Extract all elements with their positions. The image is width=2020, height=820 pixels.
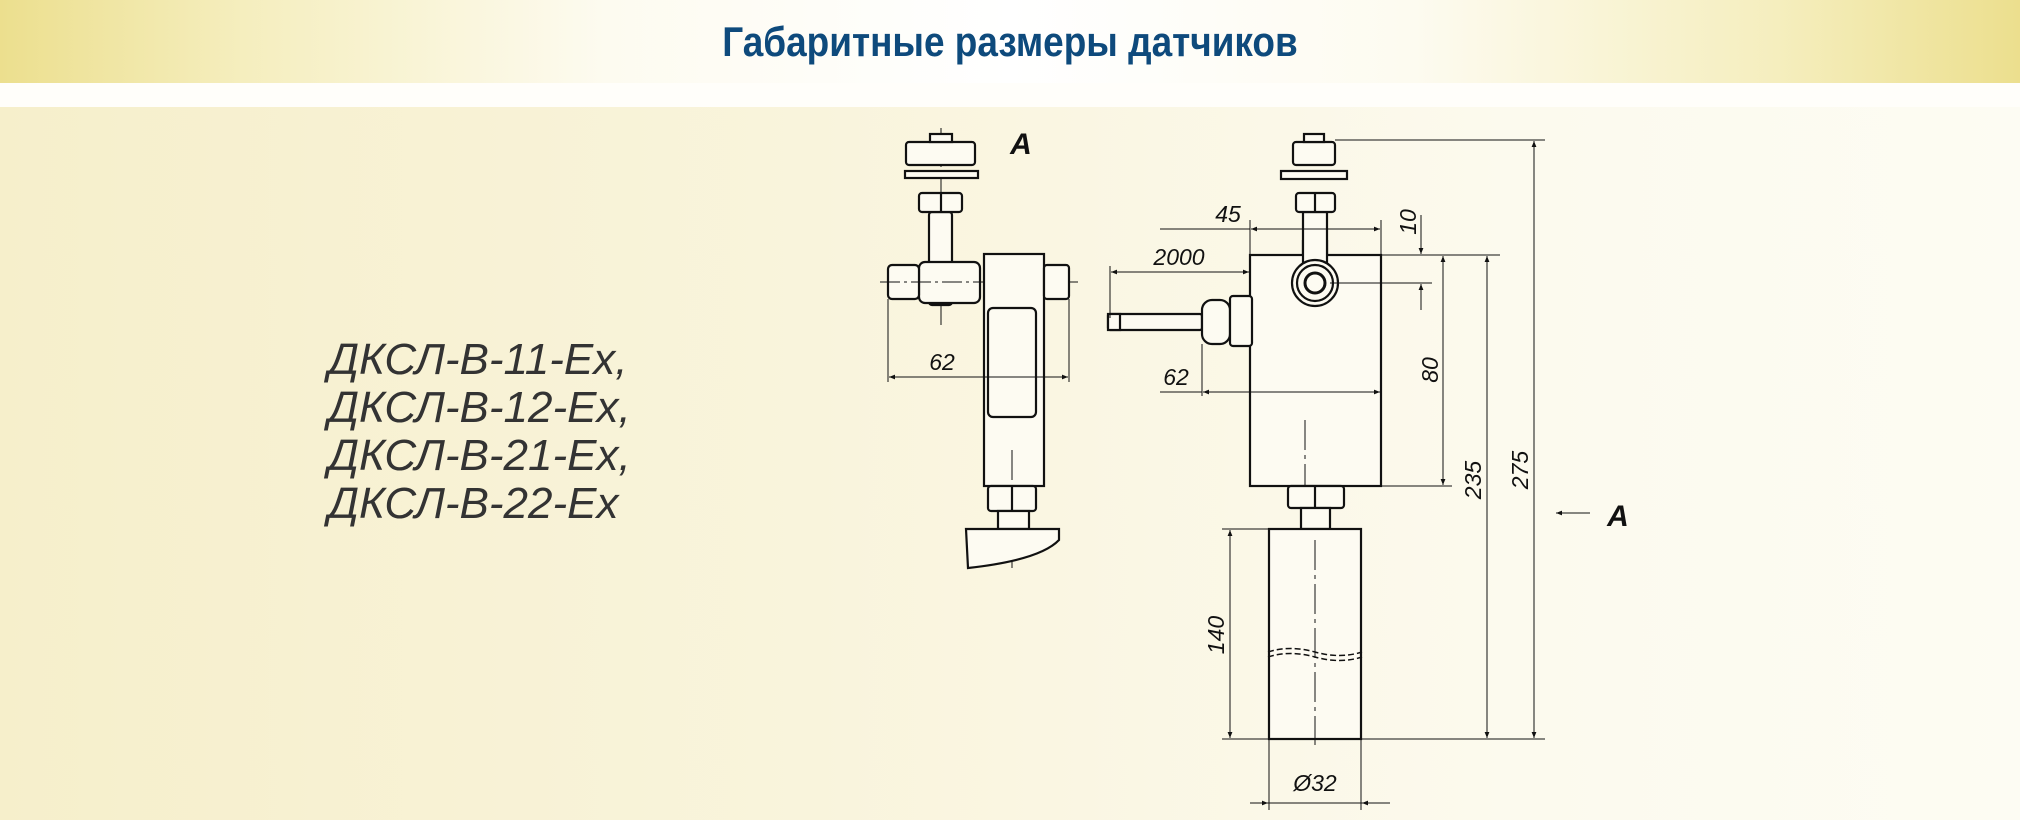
dimension-10: 10 xyxy=(1395,209,1421,235)
view-label: A xyxy=(1009,128,1032,161)
side-view xyxy=(880,128,1078,570)
model-name: ДКСЛ-В-22-Ex xyxy=(328,479,619,528)
model-name: ДКСЛ-В-12-Ex, xyxy=(328,383,631,432)
model-name: ДКСЛ-В-21-Ex, xyxy=(328,431,631,480)
dimension-45: 45 xyxy=(1215,201,1241,227)
dimension-62: 62 xyxy=(1163,364,1189,390)
front-view xyxy=(1106,132,1590,810)
model-name: ДКСЛ-В-11-Ex, xyxy=(328,335,628,384)
dimension-80: 80 xyxy=(1417,357,1443,383)
header-band: Габаритные размеры датчиков xyxy=(0,0,2020,83)
side-width-dimension: 62 xyxy=(929,349,955,375)
dimension-2000: 2000 xyxy=(1152,244,1204,270)
dimension-275: 275 xyxy=(1507,451,1533,491)
model-list: ДКСЛ-В-11-Ex, ДКСЛ-В-12-Ex, ДКСЛ-В-21-Ex… xyxy=(328,336,631,528)
dimension-diameter: Ø32 xyxy=(1292,770,1337,796)
section-arrow-label: A xyxy=(1606,500,1629,533)
dimension-235: 235 xyxy=(1460,461,1486,501)
page-title: Габаритные размеры датчиков xyxy=(722,18,1298,65)
dimension-140: 140 xyxy=(1203,616,1229,655)
